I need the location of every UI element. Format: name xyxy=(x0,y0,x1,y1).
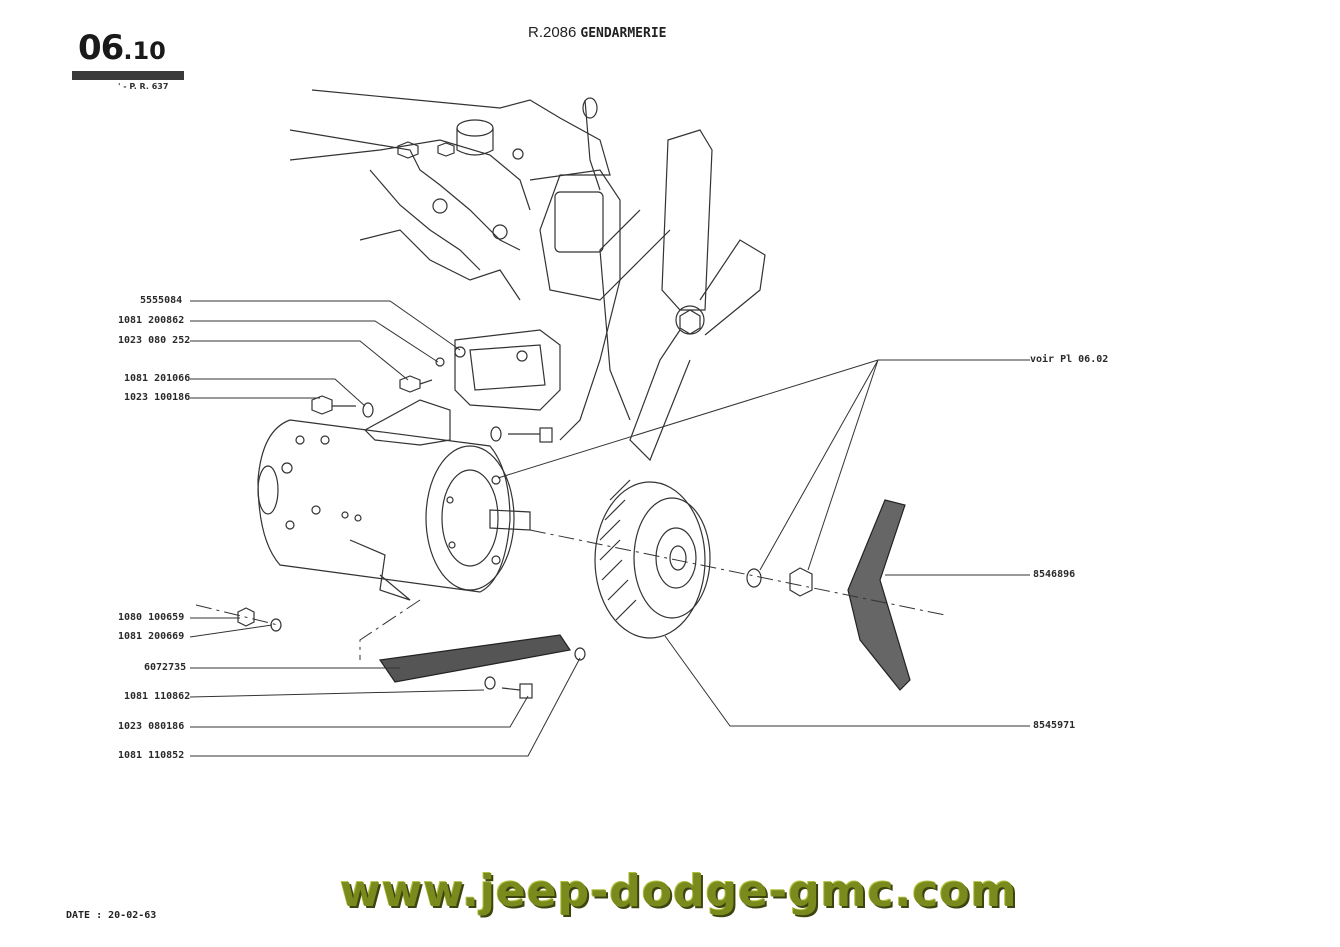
part-label: 1081 200862 xyxy=(118,315,185,326)
plate-number-main: 06 xyxy=(78,28,124,68)
generator-body xyxy=(257,419,511,593)
part-label: 1023 080 252 xyxy=(118,335,191,346)
plate-number: 06.10 xyxy=(78,28,166,68)
pulley xyxy=(594,481,706,639)
plate-number-sub: .10 xyxy=(123,37,166,65)
part-label: 1080 100659 xyxy=(118,612,185,623)
part-label: 8546896 xyxy=(1033,569,1076,580)
tensioner-strap xyxy=(378,634,572,683)
fan-blade xyxy=(661,129,713,311)
part-label: 1081 110862 xyxy=(124,691,191,702)
engine-outline xyxy=(311,89,671,301)
part-label: 1081 110852 xyxy=(118,750,185,761)
part-label: 1081 201066 xyxy=(124,373,191,384)
website-watermark: www.jeep-dodge-gmc.com xyxy=(340,866,1018,917)
v-belt xyxy=(847,499,911,691)
part-label: 8545971 xyxy=(1033,720,1076,731)
part-label-see-plate: voir Pl 06.02 xyxy=(1030,354,1109,365)
date-stamp: DATE : 20-02-63 xyxy=(66,910,157,921)
plate-underline xyxy=(72,71,184,80)
part-label: 5555084 xyxy=(140,295,183,306)
model-code: R.2086 xyxy=(528,24,577,41)
part-label: 1081 200669 xyxy=(118,631,185,642)
mounting-bracket xyxy=(454,329,561,411)
part-label: 1023 080186 xyxy=(118,721,185,732)
model-name: GENDARMERIE xyxy=(580,26,667,41)
plate-reference: ' - P. R. 637 xyxy=(118,82,169,91)
part-label: 1023 100186 xyxy=(124,392,191,403)
part-label: 6072735 xyxy=(144,662,187,673)
